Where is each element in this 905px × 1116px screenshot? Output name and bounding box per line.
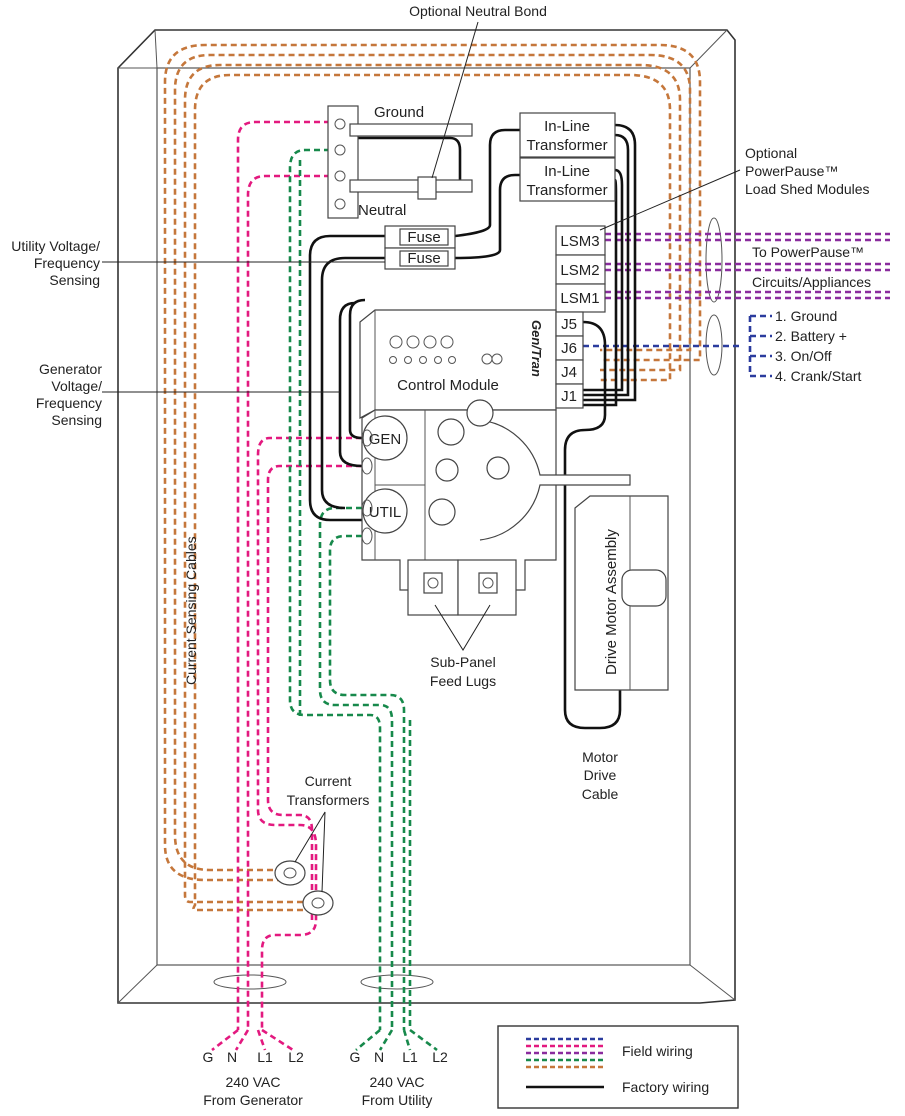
knockout-utility <box>360 974 434 990</box>
current-sensing-label: Current Sensing Cables <box>183 536 199 685</box>
gen-terminal-g: G <box>203 1049 214 1065</box>
generator-feed: G N L1 L2 240 VAC From Generator <box>203 1049 304 1108</box>
neutral-bond-label: Optional Neutral Bond <box>409 3 547 19</box>
util-terminal-n: N <box>374 1049 384 1065</box>
inline-transformers: In-Line Transformer In-Line Transformer <box>519 112 616 202</box>
legend-factory-label: Factory wiring <box>622 1079 709 1095</box>
ct-label-2: Transformers <box>287 792 370 808</box>
util-label: UTIL <box>369 504 402 521</box>
drive-motor-assembly: Drive Motor Assembly <box>574 495 669 691</box>
control-module: Control Module Gen/Tran J5 J6 J4 J1 <box>359 309 584 419</box>
generator-sensing-label-4: Sensing <box>51 412 102 428</box>
neutral-bond-leader <box>431 21 479 179</box>
transformer-1-line-1: In-Line <box>544 118 590 135</box>
legend-field-label: Field wiring <box>622 1043 693 1059</box>
util-terminal-l2: L2 <box>432 1049 448 1065</box>
knockout-generator <box>213 974 287 990</box>
lsm1-label: LSM1 <box>560 290 599 307</box>
utility-sensing-label-2: Frequency <box>34 255 100 271</box>
gen-label: GEN <box>369 431 402 448</box>
gen-voltage: 240 VAC <box>226 1074 281 1090</box>
j6-wires <box>583 314 772 378</box>
powerpause-leader <box>599 169 741 231</box>
sub-panel-label-2: Feed Lugs <box>430 673 496 689</box>
control-module-label: Control Module <box>397 377 499 394</box>
knockout-powerpause <box>705 217 723 303</box>
j6-pin-1: 1. Ground <box>775 308 837 324</box>
j6-label: J6 <box>561 340 577 357</box>
j1-label: J1 <box>561 388 577 405</box>
powerpause-wires <box>605 232 890 300</box>
j4-label: J4 <box>561 364 577 381</box>
motor-cable-label-2: Drive <box>584 767 617 783</box>
j6-pin-3: 3. On/Off <box>775 348 832 364</box>
util-terminal <box>362 488 408 534</box>
transformer-1-line-2: Transformer <box>526 137 607 154</box>
lsm-slots: LSM3 LSM2 LSM1 <box>555 225 606 313</box>
ct-label-1: Current <box>305 773 352 789</box>
fuse-1-label: Fuse <box>407 229 440 246</box>
gen-terminal-l2: L2 <box>288 1049 304 1065</box>
util-voltage: 240 VAC <box>370 1074 425 1090</box>
gen-source: From Generator <box>203 1092 303 1108</box>
transformer-2-line-2: Transformer <box>526 182 607 199</box>
utility-feed: G N L1 L2 240 VAC From Utility <box>350 1049 448 1108</box>
utility-sensing-label-3: Sensing <box>49 272 100 288</box>
j6-pin-4: 4. Crank/Start <box>775 368 861 384</box>
transformer-2-line-1: In-Line <box>544 163 590 180</box>
utility-wires <box>288 148 406 1030</box>
ground-neutral-bus: Ground Neutral <box>327 104 473 219</box>
powerpause-label-2: PowerPause™ <box>745 163 838 179</box>
powerpause-label-3: Load Shed Modules <box>745 181 870 197</box>
to-powerpause-label: To PowerPause™ <box>752 244 864 260</box>
transfer-switch-mechanism: GEN UTIL Sub-Panel Feed Lugs <box>361 399 631 689</box>
sub-panel-label-1: Sub-Panel <box>430 654 495 670</box>
generator-sensing-label-3: Frequency <box>36 395 102 411</box>
powerpause-label-1: Optional <box>745 145 797 161</box>
utility-sensing-label-1: Utility Voltage/ <box>11 238 100 254</box>
generator-wires <box>236 120 362 1030</box>
generator-sensing-label-1: Generator <box>39 361 102 377</box>
util-terminal-g: G <box>350 1049 361 1065</box>
j6-pin-2: 2. Battery + <box>775 328 847 344</box>
generator-sensing-label-2: Voltage/ <box>51 378 102 394</box>
motor-cable-label-3: Cable <box>582 786 619 802</box>
gen-terminal-l1: L1 <box>257 1049 273 1065</box>
drive-motor-label: Drive Motor Assembly <box>603 529 620 675</box>
fuses: Fuse Fuse <box>384 225 456 270</box>
current-sensing-cables <box>163 43 702 912</box>
neutral-bar <box>349 179 473 193</box>
fuse-2-label: Fuse <box>407 250 440 267</box>
gentran-logo: Gen/Tran <box>529 320 544 377</box>
legend: Field wiring Factory wiring <box>497 1025 739 1109</box>
circuits-label: Circuits/Appliances <box>752 274 871 290</box>
gen-terminal-n: N <box>227 1049 237 1065</box>
neutral-label: Neutral <box>358 202 406 219</box>
ground-bar <box>349 123 473 137</box>
j5-label: J5 <box>561 316 577 333</box>
util-terminal-l1: L1 <box>402 1049 418 1065</box>
lsm3-label: LSM3 <box>560 233 599 250</box>
ground-label: Ground <box>374 104 424 121</box>
lsm2-label: LSM2 <box>560 262 599 279</box>
factory-wiring <box>308 123 637 730</box>
gen-terminal <box>362 415 408 461</box>
current-transformers: Current Transformers <box>274 773 370 916</box>
indicator-leds <box>389 335 503 365</box>
util-source: From Utility <box>362 1092 433 1108</box>
neutral-bond-screw <box>417 176 437 200</box>
motor-cable-label-1: Motor <box>582 749 618 765</box>
terminal-fans <box>211 720 438 1052</box>
